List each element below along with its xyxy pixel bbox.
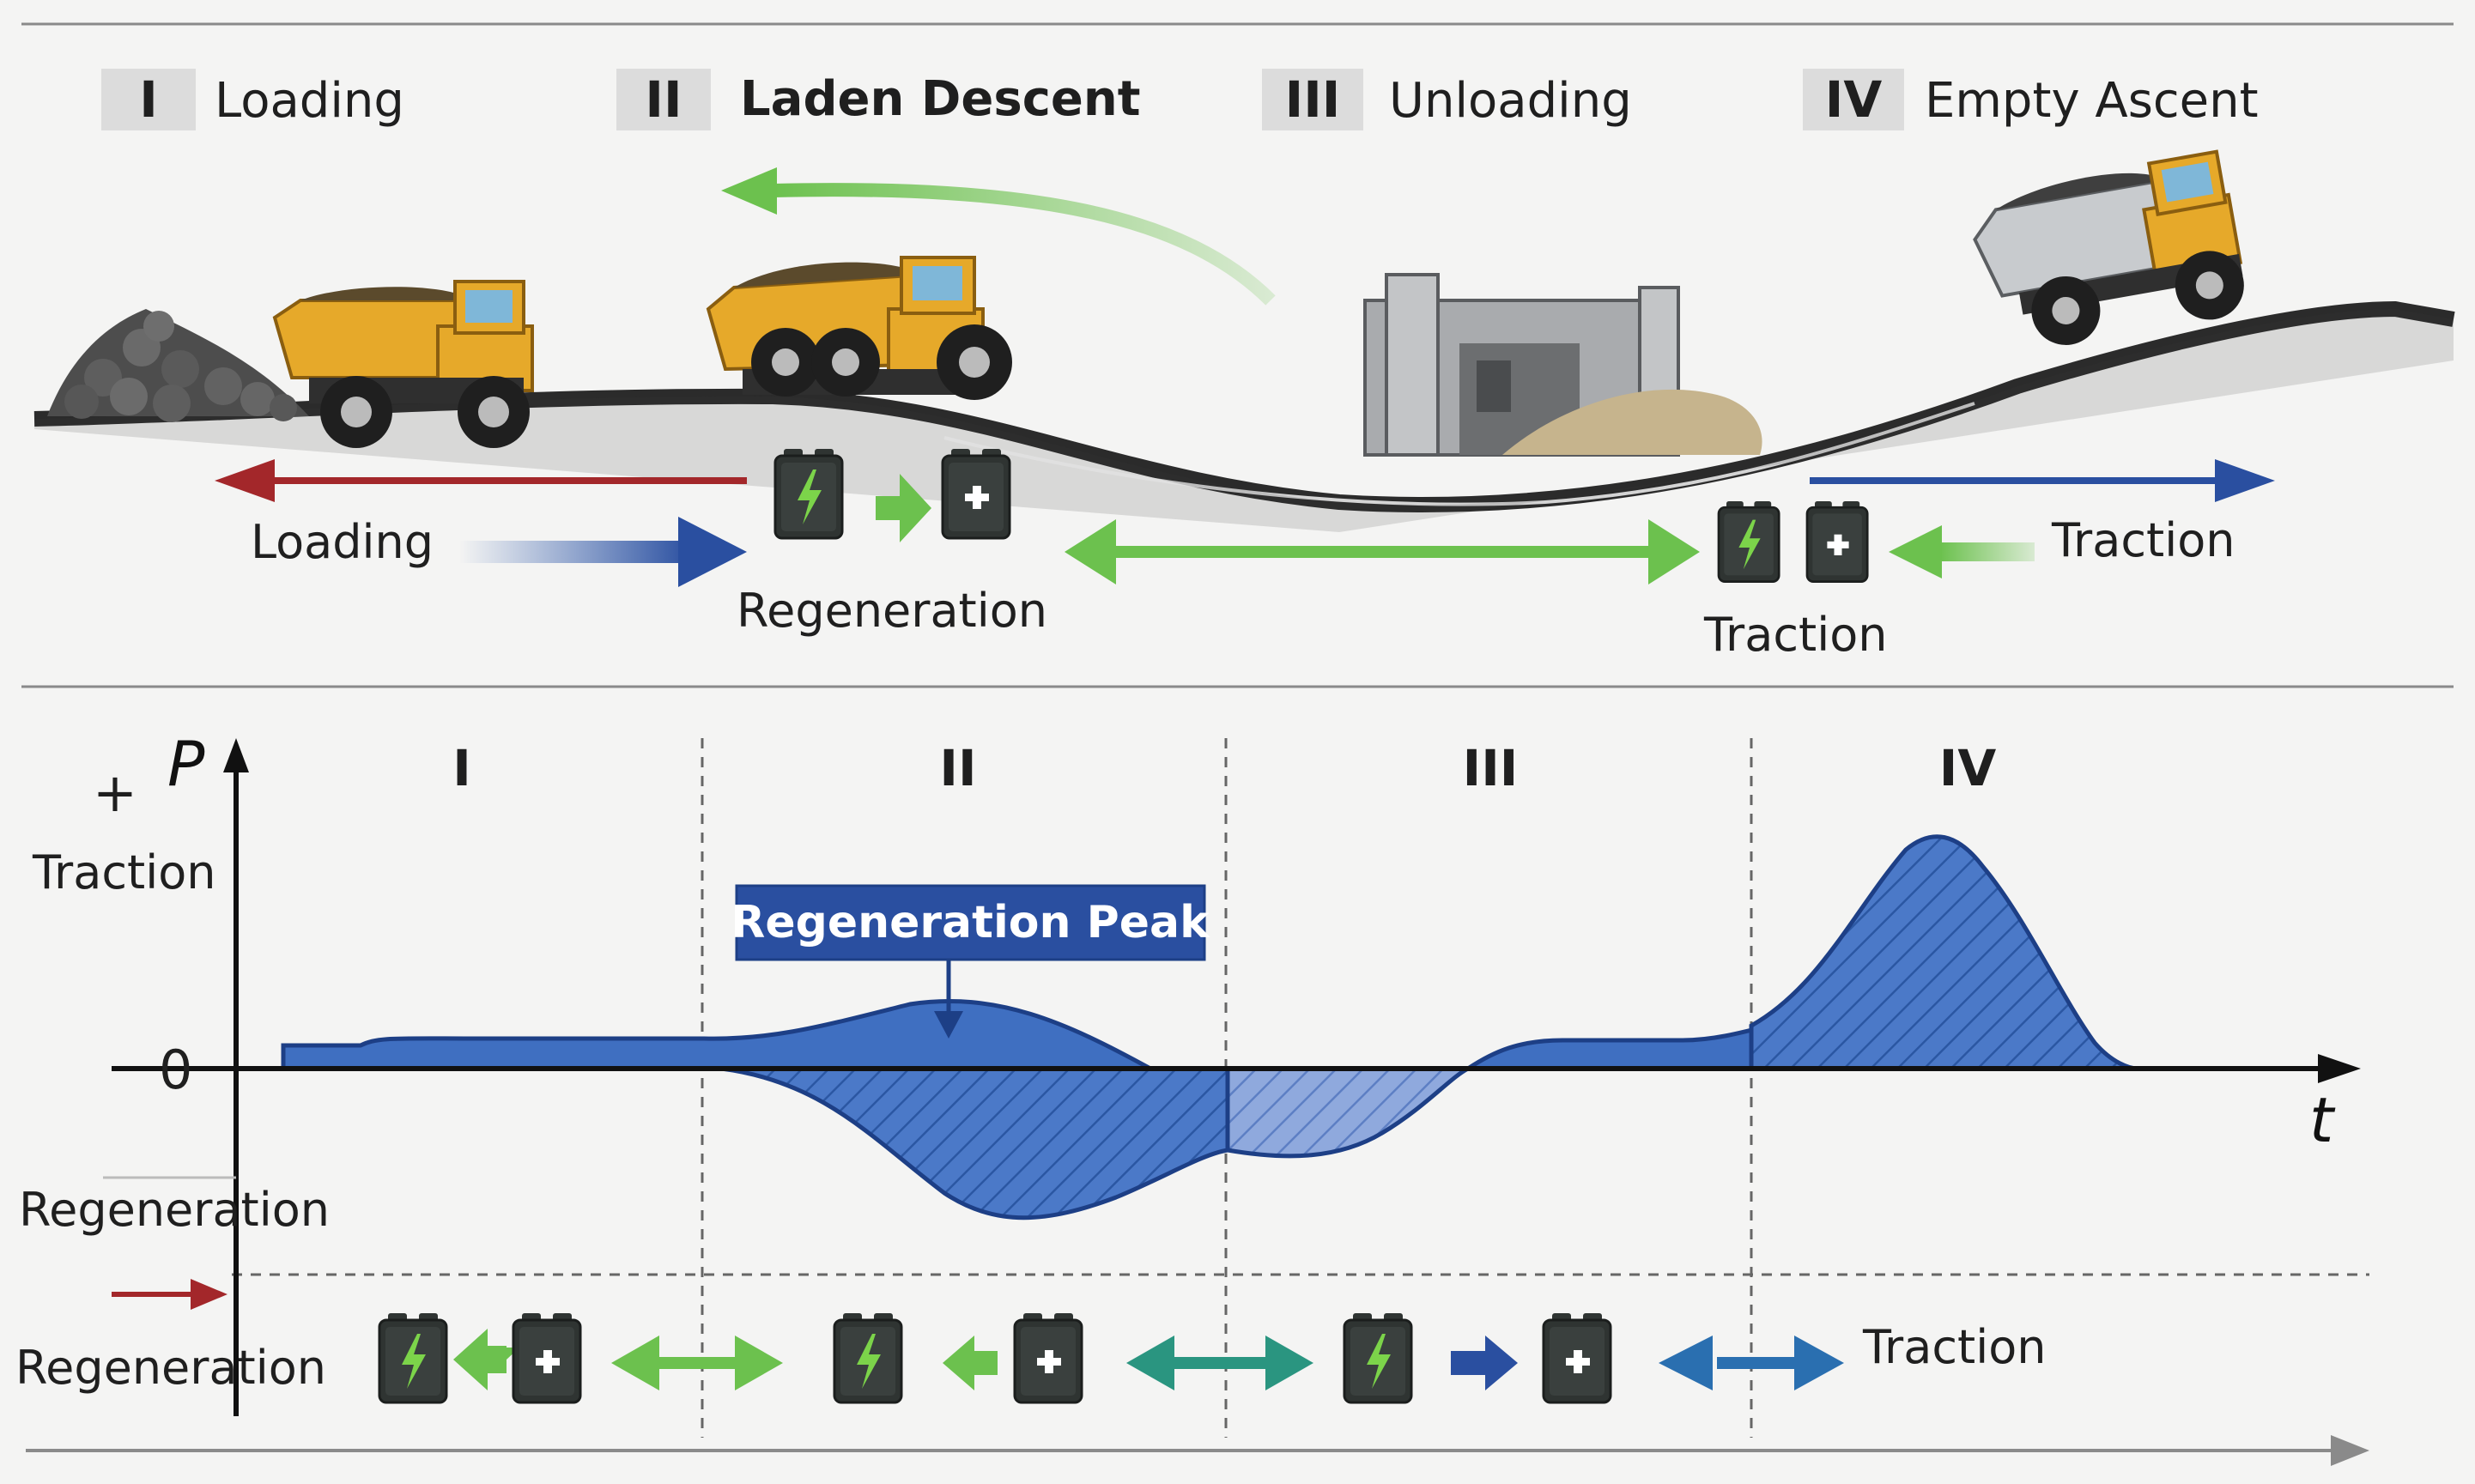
chart-phase-4: IV bbox=[1939, 739, 1997, 797]
y-axis-arrowhead bbox=[223, 738, 249, 772]
ore-pile bbox=[47, 309, 309, 422]
arrow-green-small bbox=[876, 474, 931, 542]
bottom-battery-4 bbox=[1013, 1311, 1083, 1404]
x-axis-arrowhead bbox=[2318, 1054, 2361, 1083]
arrow-blue-to-battery bbox=[459, 517, 747, 587]
battery-charging-icon bbox=[773, 447, 844, 540]
battery-charging-icon-right bbox=[1717, 500, 1780, 583]
chart-phase-3: III bbox=[1463, 739, 1519, 797]
arrow-green-fade-left bbox=[1889, 525, 2035, 578]
phase-1-label: Loading bbox=[215, 73, 404, 129]
battery-plus-icon bbox=[941, 447, 1011, 540]
unloading-plant bbox=[1363, 273, 1762, 457]
power-chart: I II III IV + P Traction 0 t Regeneratio… bbox=[19, 728, 2369, 1438]
bottom-battery-5 bbox=[1343, 1311, 1413, 1404]
regeneration-peak-callout: Regeneration Peak bbox=[731, 884, 1210, 1039]
truck-empty-ascent bbox=[1973, 149, 2244, 345]
phase-3-numeral: III bbox=[1285, 70, 1341, 129]
phase-2-label: Laden Descent bbox=[740, 71, 1141, 127]
phase-4-label: Empty Ascent bbox=[1925, 73, 2259, 129]
bottom-battery-3 bbox=[833, 1311, 903, 1404]
phase-4-numeral: IV bbox=[1825, 70, 1883, 129]
bottom-battery-6 bbox=[1542, 1311, 1612, 1404]
bottom-label-traction: Traction bbox=[1862, 1320, 2046, 1374]
arrow-red-small bbox=[112, 1279, 227, 1310]
bottom-double-arrow-blue bbox=[1659, 1336, 1844, 1390]
phase-header-4: IV Empty Ascent bbox=[1803, 69, 2259, 130]
truck-loading bbox=[272, 280, 534, 448]
x-axis-symbol: t bbox=[2309, 1084, 2336, 1156]
phase-2-numeral: II bbox=[645, 70, 682, 129]
label-loading: Loading bbox=[251, 515, 434, 569]
chart-phase-1: I bbox=[452, 739, 471, 797]
bottom-double-arrow-teal bbox=[1126, 1336, 1313, 1390]
truck-laden-descent bbox=[706, 256, 1012, 400]
label-regeneration: Regeneration bbox=[737, 584, 1047, 638]
timeline-arrow bbox=[26, 1435, 2369, 1466]
arrow-blue-right bbox=[1810, 459, 2275, 502]
phase-header-1: I Loading bbox=[101, 69, 404, 130]
phase-header-2: II Laden Descent bbox=[616, 69, 1141, 130]
phase-header-3: III Unloading bbox=[1262, 69, 1632, 130]
traction-area-I-II bbox=[281, 999, 1152, 1071]
y-positive-label: Traction bbox=[32, 845, 215, 899]
arrow-green-double bbox=[1065, 519, 1700, 585]
traction-peak-IV bbox=[1749, 834, 2138, 1071]
regeneration-peak-label: Regeneration Peak bbox=[731, 897, 1210, 948]
y-negative-label: Regeneration bbox=[19, 1183, 330, 1237]
label-traction-bottom: Traction bbox=[1703, 608, 1887, 662]
chart-phase-2: II bbox=[939, 739, 976, 797]
battery-plus-icon-right bbox=[1805, 500, 1869, 583]
zero-label: 0 bbox=[159, 1039, 192, 1101]
label-traction-right: Traction bbox=[2051, 513, 2235, 567]
y-axis-symbol: P bbox=[167, 728, 205, 800]
y-plus-sign: + bbox=[93, 761, 137, 824]
bottom-arrow-2 bbox=[943, 1336, 998, 1390]
bottom-battery-1 bbox=[378, 1311, 448, 1404]
bottom-battery-2 bbox=[512, 1311, 582, 1404]
arrow-red-left bbox=[215, 459, 747, 502]
traction-area-III bbox=[1460, 1022, 1771, 1071]
phase-3-label: Unloading bbox=[1389, 73, 1632, 129]
bottom-label-regeneration: Regeneration bbox=[15, 1341, 326, 1395]
regeneration-area-III bbox=[1225, 1066, 1470, 1159]
return-arrow bbox=[721, 167, 1276, 306]
bottom-double-arrow-green bbox=[611, 1336, 783, 1390]
phase-1-numeral: I bbox=[139, 70, 158, 129]
regeneration-area-II bbox=[720, 1066, 1230, 1221]
bottom-arrow-3 bbox=[1451, 1336, 1518, 1390]
